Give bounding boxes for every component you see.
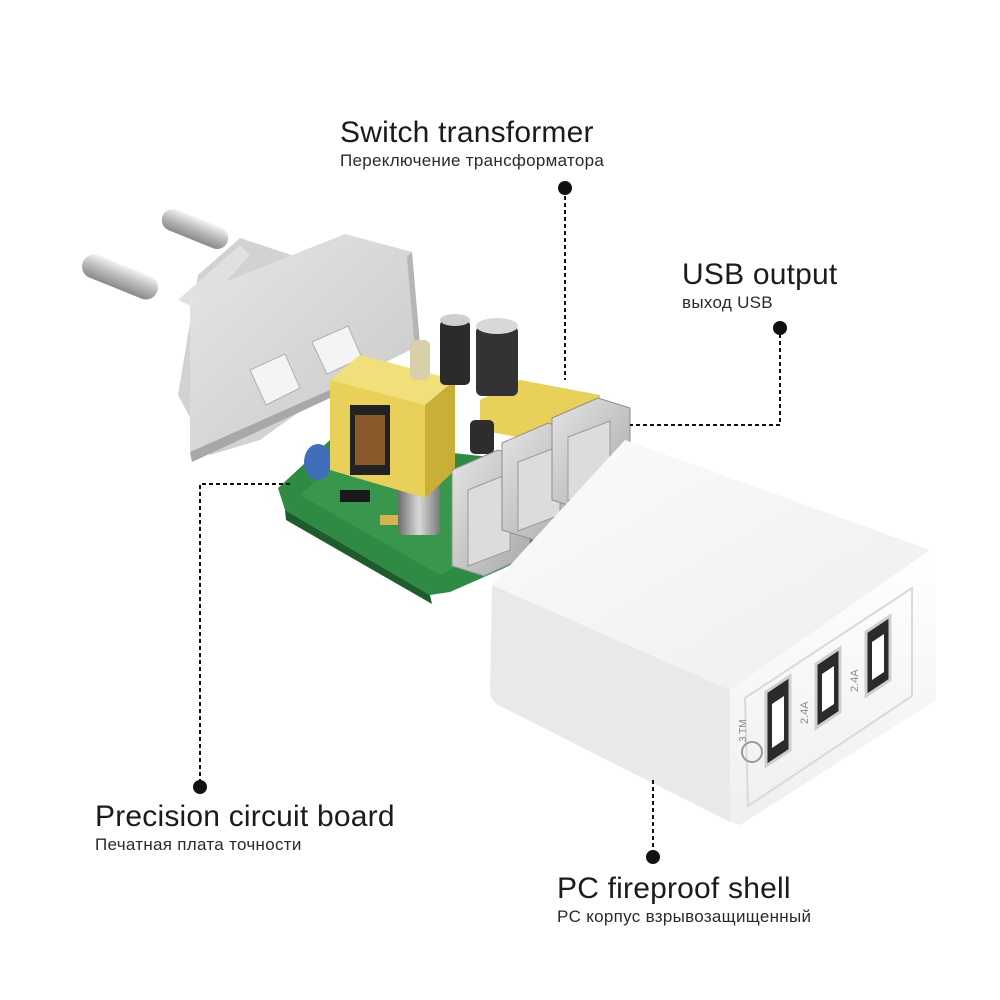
callout-title: PC fireproof shell [557, 872, 791, 905]
plug-pins [82, 209, 229, 300]
qc-mark: 3 TM [738, 719, 749, 742]
callout-subtitle: Печатная плата точности [95, 835, 302, 854]
callout-switch-transformer: Switch transformer Переключение трансфор… [340, 116, 604, 172]
callout-title: USB output [682, 258, 838, 291]
plug-housing [178, 234, 420, 462]
quick-charge-icon [741, 741, 763, 763]
capacitors [410, 314, 518, 454]
port-rating-3: 2.4A [849, 669, 861, 692]
callout-title: Precision circuit board [95, 800, 395, 833]
port-rating-2: 2.4A [799, 701, 811, 724]
callout-title: Switch transformer [340, 116, 594, 149]
leader-dots [193, 181, 787, 864]
callout-subtitle: PC корпус взрывозащищенный [557, 907, 812, 926]
pc-shell [490, 440, 936, 825]
leader-lines [199, 196, 781, 855]
callout-circuit-board: Precision circuit board Печатная плата т… [95, 800, 395, 856]
callout-fireproof-shell: PC fireproof shell PC корпус взрывозащищ… [557, 872, 811, 928]
callout-usb-output: USB output выход USB [682, 258, 837, 314]
callout-subtitle: Переключение трансформатора [340, 151, 605, 170]
callout-subtitle: выход USB [682, 293, 773, 312]
